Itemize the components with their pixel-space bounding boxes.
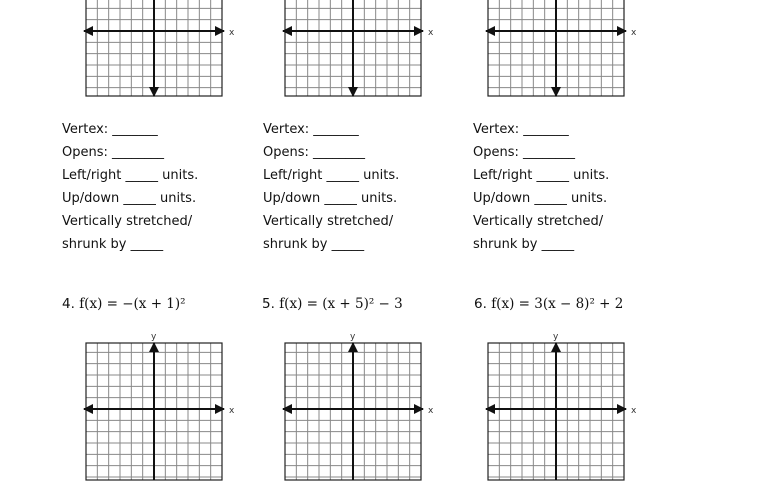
updown-blank[interactable]: Up/down _____ units.: [473, 191, 608, 206]
stretch-label: Vertically stretched/: [473, 214, 604, 229]
y-axis-label: y: [350, 332, 356, 342]
y-axis-label: y: [151, 332, 157, 342]
vertex-blank[interactable]: Vertex: _______: [263, 122, 359, 137]
problem-function: f(x) = −(x + 1)²: [79, 296, 186, 312]
x-axis-label: x: [631, 28, 637, 38]
problem-4: 4. f(x) = −(x + 1)²: [62, 296, 186, 312]
stretch-label: Vertically stretched/: [263, 214, 394, 229]
problem-6: 6. f(x) = 3(x − 8)² + 2: [474, 296, 623, 312]
x-axis-left-arrow-icon: [83, 404, 93, 414]
problem-number: 6.: [474, 296, 487, 312]
coordinate-grid: xy: [485, 332, 637, 481]
x-axis-left-arrow-icon: [83, 26, 93, 36]
stretch-label: Vertically stretched/: [62, 214, 193, 229]
x-axis-left-arrow-icon: [282, 26, 292, 36]
leftright-blank[interactable]: Left/right _____ units.: [473, 168, 610, 183]
opens-blank[interactable]: Opens: ________: [473, 145, 576, 160]
y-axis-down-arrow-icon: [149, 87, 159, 97]
x-axis-right-arrow-icon: [617, 404, 627, 414]
y-axis-down-arrow-icon: [551, 87, 561, 97]
coordinate-grid: xy: [282, 332, 434, 481]
opens-blank[interactable]: Opens: ________: [263, 145, 366, 160]
y-axis-label: y: [553, 332, 559, 342]
vertex-blank[interactable]: Vertex: _______: [473, 122, 569, 137]
problem-number: 5.: [262, 296, 275, 312]
coordinate-grid: x: [83, 0, 235, 97]
problem-function: f(x) = 3(x − 8)² + 2: [491, 296, 624, 312]
problem-function: f(x) = (x + 5)² − 3: [279, 296, 403, 312]
y-axis-down-arrow-icon: [348, 87, 358, 97]
stretch-blank[interactable]: shrunk by _____: [263, 237, 365, 252]
coordinate-grid: xy: [83, 332, 235, 481]
y-axis-up-arrow-icon: [149, 342, 159, 352]
y-axis-up-arrow-icon: [551, 342, 561, 352]
x-axis-label: x: [229, 406, 235, 416]
y-axis-up-arrow-icon: [348, 342, 358, 352]
x-axis-label: x: [428, 28, 434, 38]
stretch-blank[interactable]: shrunk by _____: [473, 237, 575, 252]
problem-5: 5. f(x) = (x + 5)² − 3: [262, 296, 403, 312]
leftright-blank[interactable]: Left/right _____ units.: [62, 168, 199, 183]
problem-number: 4.: [62, 296, 75, 312]
coordinate-grid: x: [485, 0, 637, 97]
vertex-blank[interactable]: Vertex: _______: [62, 122, 158, 137]
x-axis-left-arrow-icon: [485, 404, 495, 414]
x-axis-left-arrow-icon: [485, 26, 495, 36]
x-axis-label: x: [631, 406, 637, 416]
x-axis-right-arrow-icon: [617, 26, 627, 36]
x-axis-label: x: [428, 406, 434, 416]
x-axis-left-arrow-icon: [282, 404, 292, 414]
x-axis-right-arrow-icon: [414, 26, 424, 36]
stretch-blank[interactable]: shrunk by _____: [62, 237, 164, 252]
updown-blank[interactable]: Up/down _____ units.: [62, 191, 197, 206]
x-axis-right-arrow-icon: [215, 26, 225, 36]
x-axis-right-arrow-icon: [414, 404, 424, 414]
answer-blanks-1: Vertex: _______ Opens: ________ Left/rig…: [62, 118, 198, 256]
x-axis-right-arrow-icon: [215, 404, 225, 414]
coordinate-grid: x: [282, 0, 434, 97]
opens-blank[interactable]: Opens: ________: [62, 145, 165, 160]
answer-blanks-2: Vertex: _______ Opens: ________ Left/rig…: [263, 118, 399, 256]
updown-blank[interactable]: Up/down _____ units.: [263, 191, 398, 206]
leftright-blank[interactable]: Left/right _____ units.: [263, 168, 400, 183]
x-axis-label: x: [229, 28, 235, 38]
answer-blanks-3: Vertex: _______ Opens: ________ Left/rig…: [473, 118, 609, 256]
